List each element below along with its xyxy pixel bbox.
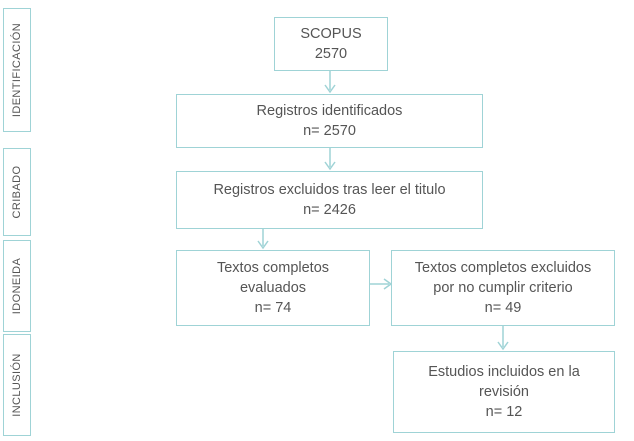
arrowhead-4: [383, 278, 393, 290]
stage-inclusion: INCLUSIÓN: [3, 334, 31, 436]
arrowhead-1: [324, 84, 336, 94]
arrowhead-2: [324, 161, 336, 171]
box-evaluados-line3: n= 74: [254, 300, 292, 316]
box-textos-evaluados: Textos completos evaluados n= 74: [176, 250, 370, 326]
box-identificados-line1: Registros identificados: [256, 103, 403, 119]
arrowhead-3: [257, 240, 269, 250]
box-excluidos-titulo-line1: Registros excluidos tras leer el titulo: [213, 182, 446, 198]
box-textos-excluidos: Textos completos excluidos por no cumpli…: [391, 250, 615, 326]
box-incluidos-line1: Estudios incluidos en la: [428, 364, 580, 380]
box-textos-excluidos-line1: Textos completos excluidos: [414, 260, 592, 276]
box-textos-excluidos-line3: n= 49: [484, 300, 522, 316]
box-scopus: SCOPUS 2570: [274, 17, 388, 71]
box-textos-excluidos-line2: por no cumplir criterio: [433, 280, 573, 296]
box-incluidos-line2: revisión: [479, 384, 529, 400]
stage-eligibility: IDONEIDA: [3, 240, 31, 332]
box-registros-identificados: Registros identificados n= 2570: [176, 94, 483, 148]
box-registros-excluidos: Registros excluidos tras leer el titulo …: [176, 171, 483, 229]
box-scopus-line1: SCOPUS: [300, 26, 362, 42]
stage-eligibility-label: IDONEIDA: [11, 257, 23, 315]
box-excluidos-titulo-line2: n= 2426: [303, 202, 356, 218]
box-scopus-line2: 2570: [314, 46, 348, 62]
box-evaluados-line1: Textos completos: [216, 260, 330, 276]
stage-screening: CRIBADO: [3, 148, 31, 236]
arrowhead-5: [497, 341, 509, 351]
stage-identification-label: IDENTIFICACIÓN: [11, 22, 23, 118]
box-incluidos-line3: n= 12: [485, 404, 523, 420]
stage-identification: IDENTIFICACIÓN: [3, 8, 31, 132]
stage-screening-label: CRIBADO: [11, 165, 23, 219]
box-identificados-line2: n= 2570: [303, 123, 356, 139]
stage-inclusion-label: INCLUSIÓN: [11, 353, 23, 417]
box-evaluados-line2: evaluados: [239, 280, 307, 296]
box-estudios-incluidos: Estudios incluidos en la revisión n= 12: [393, 351, 615, 433]
